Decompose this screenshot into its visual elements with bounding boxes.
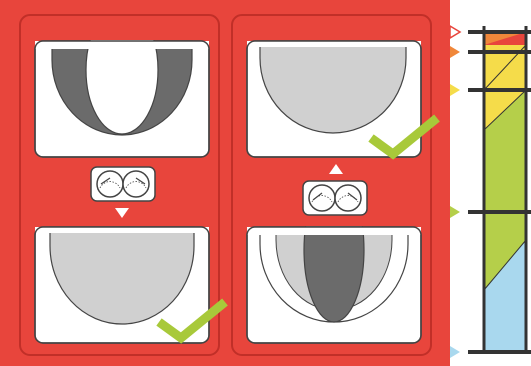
- checkmark-icon: [367, 112, 441, 160]
- checkmark-icon: [155, 296, 229, 344]
- triangle-marker-icon: [450, 206, 460, 218]
- arrow-up-icon: [328, 163, 344, 175]
- triangle-marker-icon: [450, 84, 460, 96]
- left-top-card: [34, 40, 210, 158]
- card-top-mask: [35, 41, 209, 49]
- right-bottom-card: [246, 226, 422, 344]
- triangle-marker-icon: [450, 346, 460, 358]
- double-dial-gauge-icon: [302, 180, 368, 216]
- color-scale: [446, 0, 531, 366]
- arrow-down-icon: [114, 207, 130, 219]
- double-dial-gauge-icon: [90, 166, 156, 202]
- triangle-marker-icon: [450, 46, 460, 58]
- triangle-marker-icon: [450, 26, 460, 38]
